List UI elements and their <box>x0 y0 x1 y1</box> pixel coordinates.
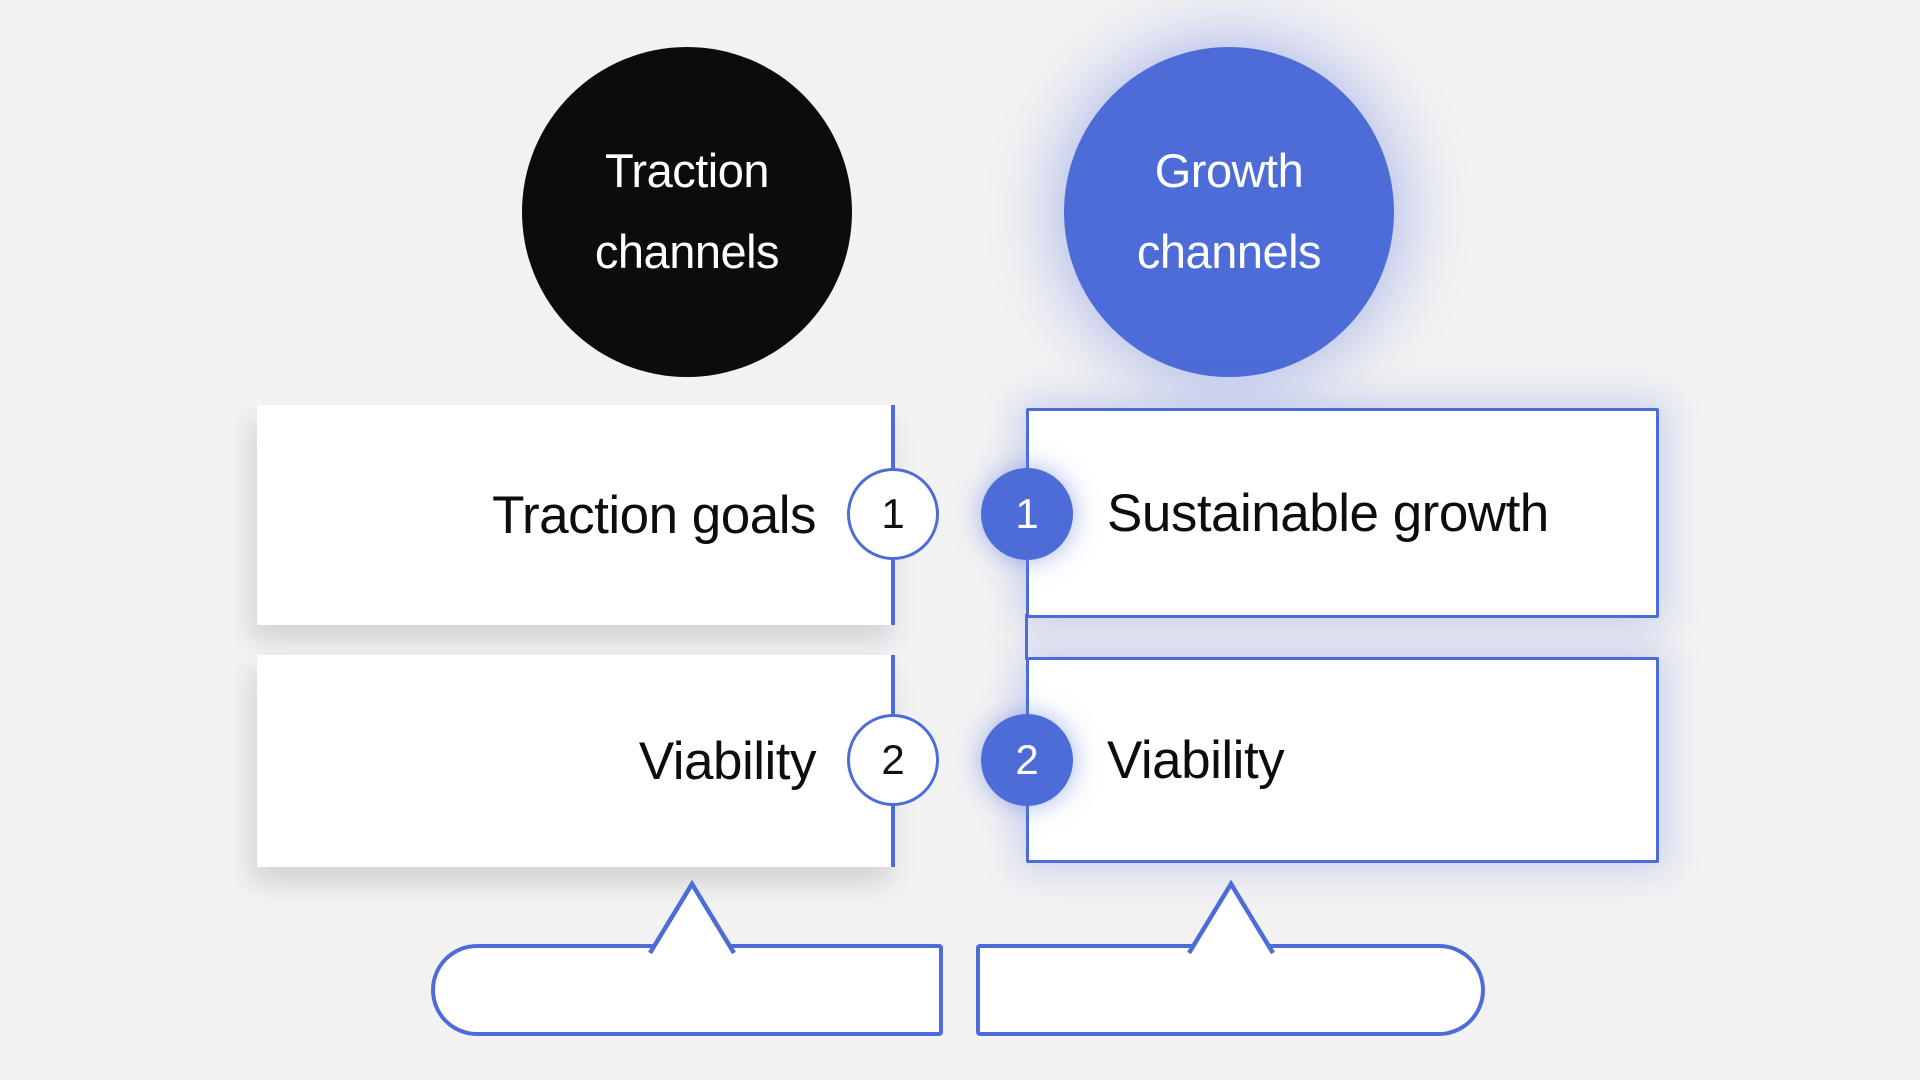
traction-circle-label-line2: channels <box>594 225 780 278</box>
traction-goals-label: Traction goals <box>492 485 816 545</box>
growth-circle-label-line1: Growth <box>1154 144 1304 198</box>
growth-step-1-badge: 1 <box>981 468 1073 560</box>
viability-traction-label: Viability <box>638 731 817 791</box>
traction-callout-pointer-icon <box>648 879 736 954</box>
traction-step-1-number: 1 <box>881 490 905 537</box>
traction-step-1-badge: 1 <box>847 468 939 560</box>
growth-circle-label-line2: channels <box>1136 225 1322 278</box>
growth-callout-pointer-icon <box>1187 879 1275 954</box>
viability-growth-box: Viability <box>1026 657 1659 863</box>
viability-traction-box: Viability <box>257 655 894 867</box>
traction-goals-box: Traction goals <box>257 405 894 625</box>
growth-channels-circle: Growth channels <box>1064 47 1394 377</box>
growth-step-2-number: 2 <box>1015 736 1039 783</box>
sustainable-growth-box: Sustainable growth <box>1026 408 1659 618</box>
traction-channels-circle: Traction channels <box>522 47 852 377</box>
traction-step-2-badge: 2 <box>847 714 939 806</box>
growth-step-2-badge: 2 <box>981 714 1073 806</box>
growth-column-connector-line <box>1025 614 1028 660</box>
growth-callout-bubble <box>976 944 1485 1036</box>
viability-growth-label: Viability <box>1107 730 1285 790</box>
traction-circle-label-line1: Traction <box>604 144 770 198</box>
traction-callout-bubble <box>431 944 943 1036</box>
sustainable-growth-label: Sustainable growth <box>1107 483 1549 543</box>
growth-step-1-number: 1 <box>1015 490 1039 537</box>
traction-step-2-number: 2 <box>881 736 905 783</box>
